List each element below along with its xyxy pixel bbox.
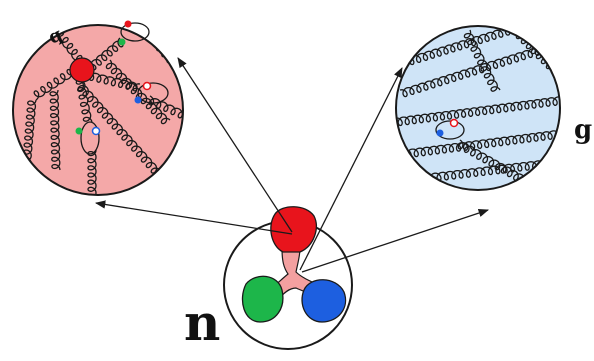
gluon-coil-line — [148, 95, 183, 119]
neutron: n — [184, 206, 353, 352]
gluon-coil-line — [49, 89, 61, 171]
gluon-bubble-quark-loop — [435, 120, 465, 140]
arrow-to-gluon-bubble-bottom — [301, 209, 489, 273]
arrow-to-quark-bubble-bottom — [94, 200, 293, 235]
gluon-zoom-bubble — [395, 25, 561, 191]
gluon-coil-line — [420, 159, 546, 184]
neutron-label: n — [184, 293, 220, 352]
gluon-coil-line — [105, 59, 171, 125]
gluon-coil-line — [396, 95, 560, 127]
blue-quark-small — [134, 96, 142, 104]
green-quark-small-2 — [75, 127, 83, 135]
gluon-label: g — [574, 115, 592, 145]
blue-quark-blob — [301, 279, 347, 323]
quark-bubble-quark-loops — [80, 22, 169, 155]
blue-antiquark-small — [91, 126, 101, 136]
arrow-to-quark-bubble-top — [177, 57, 293, 233]
quark-zoom-bubble: q — [12, 20, 184, 196]
gluon-coil-line — [405, 129, 560, 159]
red-antiquark-small-g — [449, 118, 459, 128]
gluon-coil-line — [463, 29, 501, 92]
red-quark-blob — [270, 206, 317, 253]
arrow-to-gluon-bubble-top — [299, 67, 403, 271]
green-quark-blob — [241, 275, 284, 323]
green-quark-small — [118, 38, 126, 46]
red-quark-dot — [69, 57, 95, 83]
red-quark-small — [124, 20, 132, 28]
gluon-coil-line — [77, 81, 161, 174]
blue-quark-small-g — [436, 129, 444, 137]
red-antiquark-small — [142, 81, 152, 91]
zoom-arrows — [94, 57, 489, 273]
gluon-coil-line — [87, 149, 97, 195]
